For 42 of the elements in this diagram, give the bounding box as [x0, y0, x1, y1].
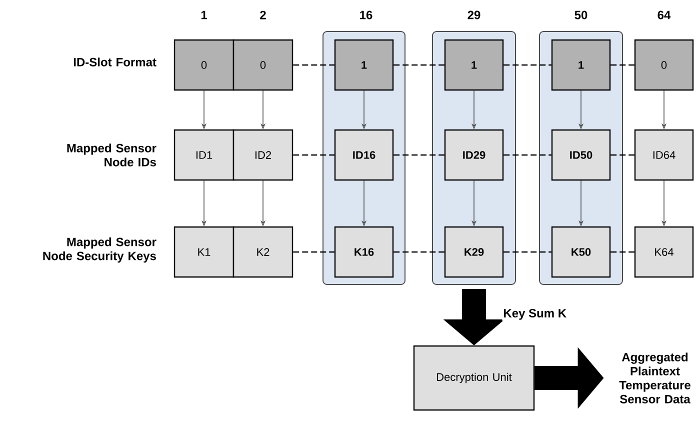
process-box: Decryption Unit [413, 345, 535, 411]
dashed-line [504, 251, 552, 253]
slot-cell: ID50 [551, 129, 611, 181]
output-text: Aggregated Plaintext Temperature Sensor Data [619, 352, 690, 404]
slot-cell: K1 [174, 226, 234, 278]
slot-cell: 1 [551, 39, 611, 91]
column-number: 50 [574, 10, 588, 20]
column-number: 1 [201, 10, 207, 20]
edge-label: Key Sum K [502, 308, 568, 321]
dashed-line [610, 251, 634, 253]
slot-cell: ID1 [174, 129, 234, 181]
row-label: Mapped Sensor Node IDs [67, 144, 156, 166]
column-number: 29 [468, 10, 480, 20]
dashed-line [610, 154, 634, 156]
column-number: 2 [260, 10, 266, 20]
slot-cell: K29 [444, 226, 504, 278]
slot-cell: ID29 [444, 129, 504, 181]
dashed-line [394, 64, 444, 66]
dashed-line [504, 154, 552, 156]
column-number: 16 [360, 10, 372, 20]
slot-cell: K16 [334, 226, 394, 278]
dashed-line [504, 64, 552, 66]
slot-cell: 1 [334, 39, 394, 91]
slot-cell: K64 [634, 226, 694, 278]
slot-cell: 0 [174, 39, 234, 91]
slot-cell: ID16 [334, 129, 394, 181]
slot-cell: K50 [551, 226, 611, 278]
row-label: Mapped Sensor Node Security Keys [43, 237, 156, 263]
dashed-line [293, 154, 334, 156]
dashed-line [394, 251, 444, 253]
slot-cell: 0 [634, 39, 694, 91]
slot-cell: 0 [232, 39, 294, 91]
row-label: ID-Slot Format [74, 58, 156, 66]
dashed-line [610, 64, 634, 66]
dashed-line [293, 251, 334, 253]
slot-cell: ID64 [634, 129, 694, 181]
slot-cell: 1 [444, 39, 504, 91]
column-number: 64 [658, 10, 671, 20]
dashed-line [293, 64, 334, 66]
dashed-line [394, 154, 444, 156]
slot-cell: ID2 [232, 129, 294, 181]
slot-cell: K2 [232, 226, 294, 278]
